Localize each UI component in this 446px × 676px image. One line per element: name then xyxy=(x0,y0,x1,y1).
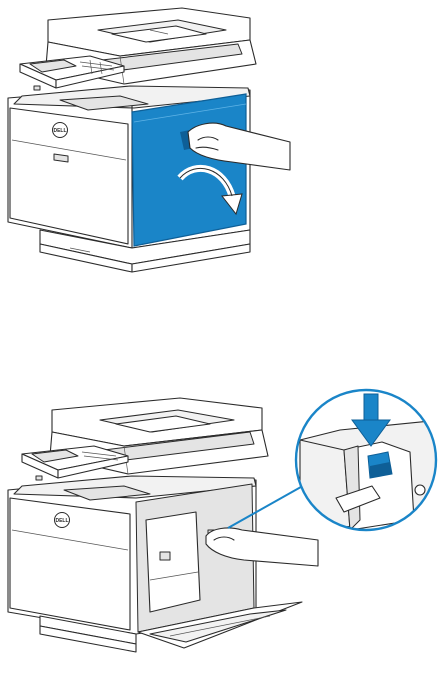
control-panel xyxy=(22,446,128,478)
step-2-press-lever: DELL xyxy=(0,380,446,676)
dell-logo: DELL xyxy=(53,123,68,138)
magnifier-callout xyxy=(296,390,440,530)
power-button xyxy=(36,476,42,480)
svg-text:DELL: DELL xyxy=(53,128,66,134)
svg-text:DELL: DELL xyxy=(55,518,68,524)
printer-illustration-step-1: DELL xyxy=(0,0,446,290)
dell-logo: DELL xyxy=(55,513,70,528)
step-1-open-side-door: DELL xyxy=(0,0,446,290)
printer-illustration-step-2: DELL xyxy=(0,380,446,676)
printer-body: DELL xyxy=(8,476,302,652)
power-button xyxy=(34,86,40,90)
